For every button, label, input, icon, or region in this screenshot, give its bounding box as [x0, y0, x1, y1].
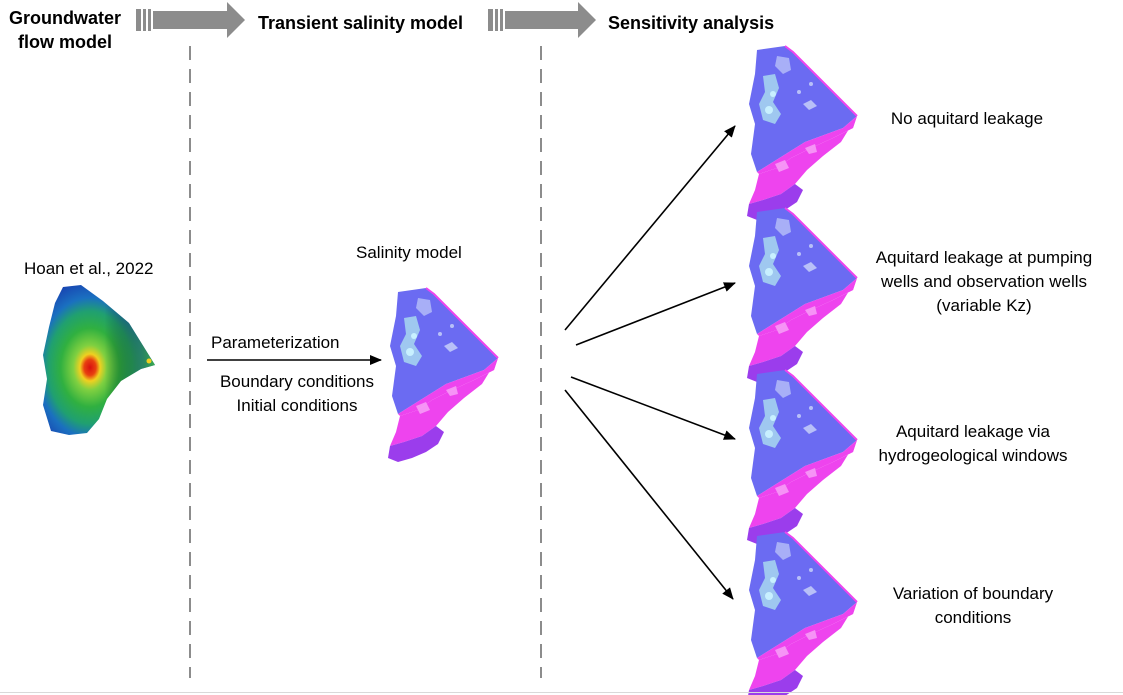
scenario-arrow-1: [564, 125, 736, 331]
scenario-arrow-4: [564, 389, 734, 600]
scenario-arrow-3: [570, 376, 736, 440]
scenario-text-line: conditions: [934, 608, 1012, 627]
salinity-model-title: Salinity model: [356, 243, 462, 262]
scenario-map-4: [746, 531, 858, 695]
scenario-text-line: No aquitard leakage: [890, 109, 1044, 128]
scenario-text-line: hydrogeological windows: [878, 446, 1068, 465]
scenario-arrow-2: [575, 282, 736, 346]
parameterization-label: Parameterization: [211, 333, 340, 352]
stage-title-line2: flow model: [18, 32, 112, 52]
stage-arrow-1: [136, 2, 245, 38]
stage-title-salinity: Transient salinity model: [258, 13, 464, 33]
stage-arrow-2: [488, 2, 596, 38]
scenario-map-3: [746, 369, 858, 545]
scenario-text-line: wells and observation wells: [881, 272, 1087, 291]
scenario-text-line: Aquitard leakage at pumping: [875, 248, 1093, 267]
stage-title-groundwater: Groundwater flow model: [0, 6, 130, 54]
scenario-map-1: [746, 45, 858, 221]
scenario-label-4: Variation of boundary conditions: [858, 582, 1088, 630]
salinity-model-map: [387, 287, 499, 463]
initial-conditions-label: Initial conditions: [236, 396, 358, 415]
boundary-conditions-label: Boundary conditions: [219, 372, 375, 391]
flow-model-map: [43, 285, 155, 435]
scenario-label-2: Aquitard leakage at pumping wells and ob…: [852, 246, 1116, 318]
scenario-label-3: Aquitard leakage via hydrogeological win…: [858, 420, 1088, 468]
scenario-map-2: [746, 207, 858, 383]
stage-title-sensitivity: Sensitivity analysis: [608, 13, 775, 33]
bottom-divider: [0, 692, 1123, 693]
scenario-text-line: Aquitard leakage via: [895, 422, 1051, 441]
scenario-text-line: (variable Kz): [936, 296, 1032, 315]
flow-model-citation: Hoan et al., 2022: [24, 259, 154, 278]
stage-title-line1: Groundwater: [8, 8, 121, 28]
scenario-text-line: Variation of boundary: [892, 584, 1054, 603]
scenario-label-1: No aquitard leakage: [862, 107, 1072, 131]
